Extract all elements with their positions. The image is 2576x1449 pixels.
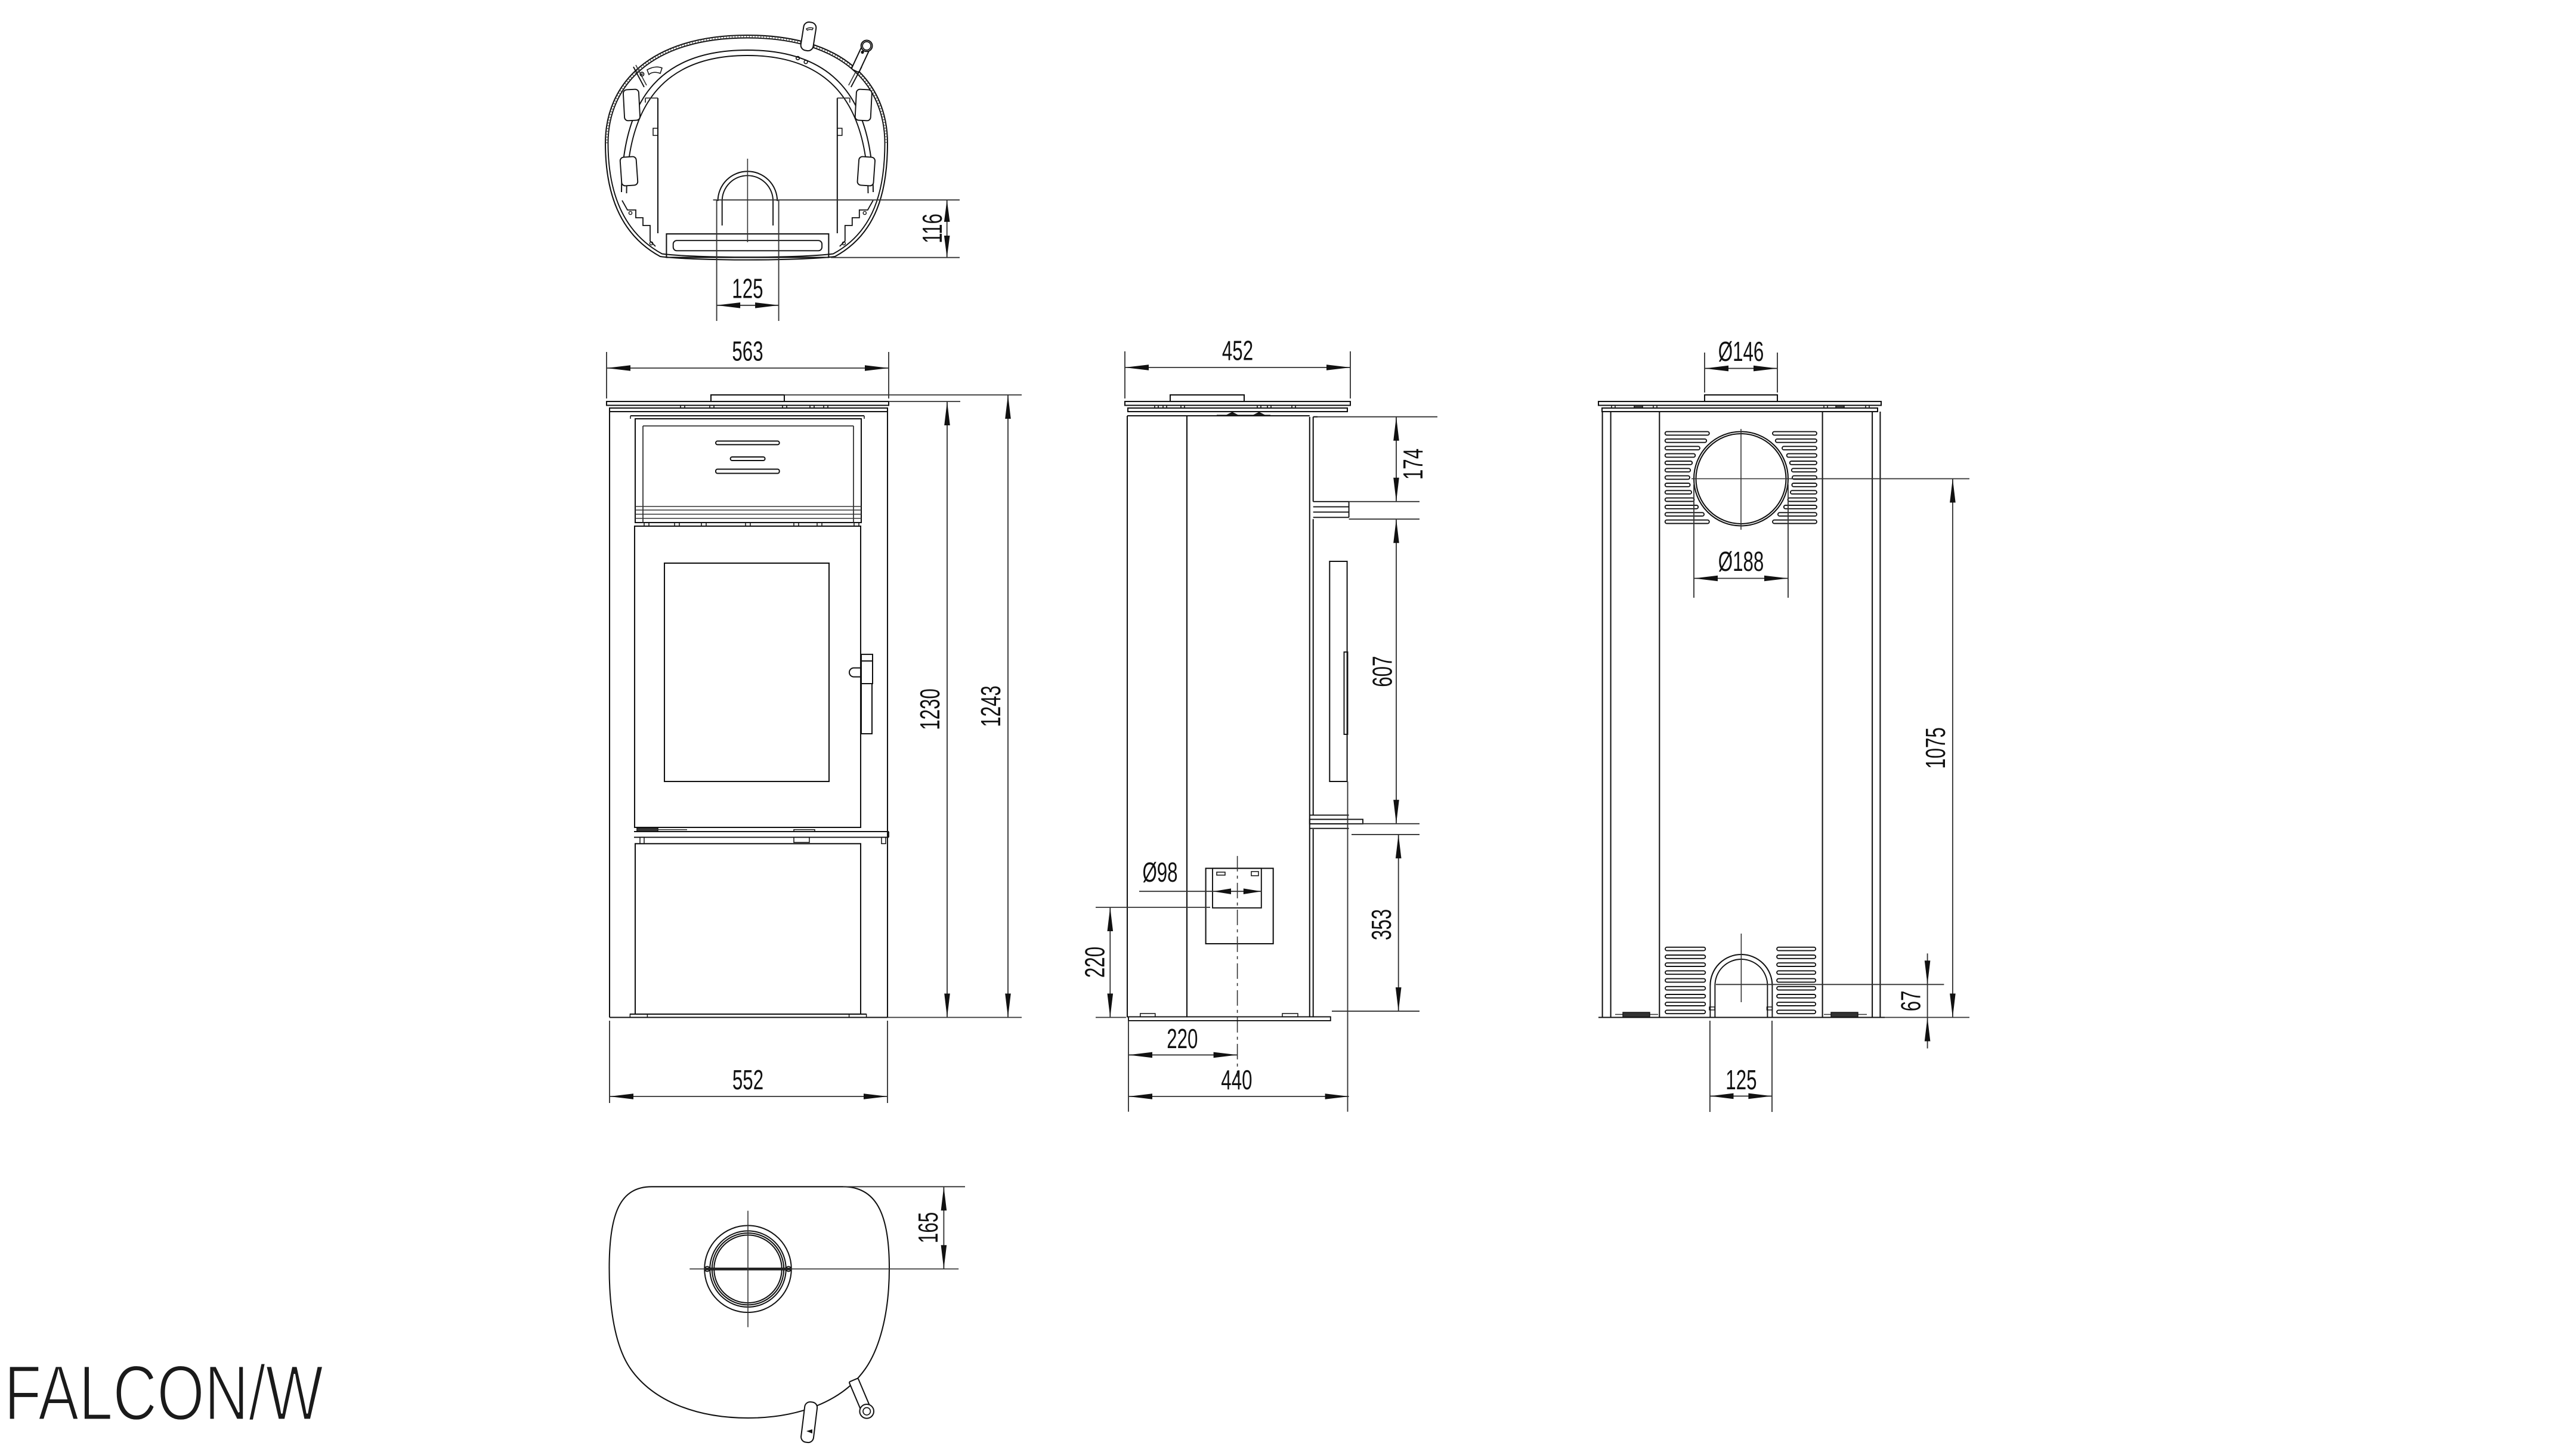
svg-text:220: 220 xyxy=(1167,1024,1198,1054)
svg-text:Ø146: Ø146 xyxy=(1718,336,1764,367)
svg-text:440: 440 xyxy=(1221,1065,1252,1095)
svg-text:Ø98: Ø98 xyxy=(1142,857,1177,888)
svg-text:563: 563 xyxy=(732,336,763,367)
svg-text:1075: 1075 xyxy=(1921,727,1951,769)
svg-text:67: 67 xyxy=(1896,991,1926,1012)
svg-text:1230: 1230 xyxy=(915,688,945,730)
svg-text:353: 353 xyxy=(1366,909,1397,940)
svg-text:174: 174 xyxy=(1398,449,1428,480)
svg-text:1243: 1243 xyxy=(976,685,1006,727)
svg-text:220: 220 xyxy=(1080,947,1110,978)
svg-text:125: 125 xyxy=(732,273,763,304)
svg-text:165: 165 xyxy=(913,1212,944,1243)
svg-text:FALCON/W: FALCON/W xyxy=(4,1349,323,1436)
svg-text:125: 125 xyxy=(1725,1065,1756,1095)
svg-text:116: 116 xyxy=(917,214,948,243)
svg-text:607: 607 xyxy=(1368,656,1398,687)
svg-text:Ø188: Ø188 xyxy=(1718,546,1764,577)
svg-text:452: 452 xyxy=(1222,336,1253,366)
svg-text:552: 552 xyxy=(732,1065,763,1095)
